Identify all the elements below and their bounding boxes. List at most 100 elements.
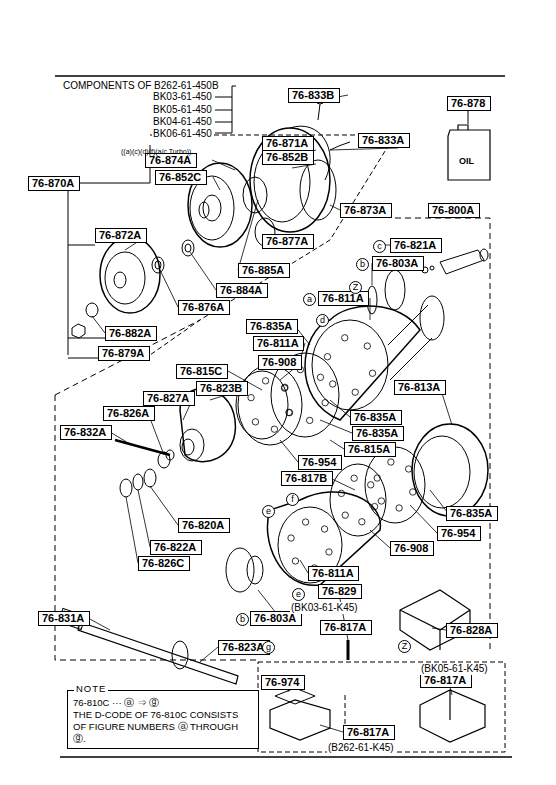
note-box: NOTE76-810C ··· ⓐ ⇒ ⓖTHE D-CODE OF 76-81… — [67, 690, 259, 749]
bore-hole — [378, 498, 384, 504]
part-number: 76-813A — [398, 381, 442, 394]
bore-hole — [364, 343, 370, 349]
callout-box: 76-884A — [216, 283, 268, 298]
part-number: 76-826A — [107, 407, 151, 420]
part-number: 76-820A — [182, 519, 226, 532]
part-number: 76-882A — [109, 327, 153, 340]
part-number: 76-852B — [266, 151, 310, 164]
callout-box: 76-833B — [288, 88, 340, 103]
bore-hole — [286, 409, 292, 415]
callout-box: 76-852B — [262, 150, 314, 165]
bore-hole — [342, 335, 348, 341]
bore-hole — [338, 490, 344, 496]
figure-letter: c — [373, 240, 386, 253]
part-number: 76-877A — [266, 235, 310, 248]
callout-box: 76-885A — [238, 263, 290, 278]
part-number: 76-832A — [64, 426, 108, 439]
bore-hole — [371, 503, 377, 509]
part-number: 76-823B — [200, 382, 244, 395]
part-number: 76-876A — [182, 301, 226, 314]
callout-box: 76-817A — [343, 725, 395, 740]
callout-box: 76-811A — [308, 566, 359, 581]
bore-hole — [369, 370, 375, 376]
bore-hole — [321, 526, 327, 532]
part-number: 76-829 — [322, 585, 358, 598]
callout-box: 76-872A — [95, 228, 147, 243]
figure-letter: a — [303, 293, 316, 306]
part-number: 76-811A — [312, 567, 355, 580]
bore-hole — [351, 475, 357, 481]
bore-hole — [288, 535, 294, 541]
part-number: 76-879A — [102, 347, 146, 360]
part-label: ((a)(c)(d)(f)(a/c Turbo)) — [120, 146, 192, 158]
callout-box: 76-871A — [262, 136, 314, 151]
part-number: 76-878 — [451, 97, 487, 110]
bore-hole — [324, 354, 330, 360]
bore-hole — [271, 426, 277, 432]
callout-box: 76-833A — [358, 133, 410, 148]
part-number: 76-835A — [354, 411, 398, 424]
figure-letter: d — [316, 314, 329, 327]
part-number: 76-908 — [394, 542, 430, 555]
figure-letter: e — [292, 588, 305, 601]
part-number: 76-871A — [266, 137, 310, 150]
part-number: 76-873A — [344, 204, 388, 217]
callout-box: 76-827A — [143, 391, 195, 406]
bore-hole — [410, 489, 416, 495]
figure-letter: e — [262, 505, 275, 518]
part-number: 76-815A — [348, 443, 392, 456]
bore-hole — [342, 512, 348, 518]
part-number: 76-800A — [432, 204, 476, 217]
part-label: BK05-61-450 — [152, 104, 213, 116]
bore-hole — [374, 475, 380, 481]
part-number: 76-823A — [222, 641, 266, 654]
part-number: 76-815C — [180, 365, 224, 378]
figure-letter: b — [356, 258, 369, 271]
callout-box: 76-870A — [28, 176, 80, 191]
callout-box: 76-820A — [178, 518, 230, 533]
part-label: BK06-61-450 — [152, 128, 213, 140]
bore-hole — [292, 558, 298, 564]
bore-hole — [388, 459, 394, 465]
bore-hole — [248, 394, 254, 400]
callout-box: 76-817A — [320, 620, 372, 635]
part-number: 76-835A — [356, 427, 400, 440]
figure-letter: Z — [349, 281, 362, 294]
bore-hole — [396, 505, 402, 511]
callout-box: 76-882A — [105, 326, 157, 341]
part-number: 76-833B — [292, 89, 336, 102]
callout-box: 76-813A — [394, 380, 446, 395]
part-number: 76-872A — [99, 229, 143, 242]
part-number: 76-874A — [149, 154, 193, 167]
callout-box: 76-835A — [350, 410, 402, 425]
part-number: 76-821A — [394, 239, 438, 252]
part-number: 76-908 — [262, 356, 298, 369]
part-label: (BK05-61-K45) — [420, 663, 489, 675]
bore-hole — [322, 399, 328, 405]
part-number: 76-852C — [159, 171, 203, 184]
part-number: 76-811A — [322, 292, 365, 305]
figure-letter: Z — [398, 640, 411, 653]
bore-hole — [262, 378, 268, 384]
part-number: 76-870A — [32, 177, 76, 190]
part-number: 76-884A — [220, 284, 264, 297]
callout-box: 76-873A — [340, 203, 392, 218]
callout-box: 76-832A — [60, 425, 112, 440]
callout-box: 76-879A — [98, 346, 150, 361]
bore-hole — [282, 384, 288, 390]
part-label: (BK03-61-K45) — [290, 602, 359, 614]
bore-hole — [326, 549, 332, 555]
part-label: BK04-61-450 — [152, 116, 213, 128]
callout-box: 76-835A — [352, 426, 404, 441]
callout-box: 76-876A — [178, 300, 230, 315]
bore-hole — [252, 419, 258, 425]
callout-box: 76-800A — [428, 203, 480, 218]
callout-box: 76-954 — [437, 526, 481, 541]
callout-box: 76-974 — [261, 675, 305, 690]
part-number: 76-835A — [450, 507, 494, 520]
callout-box: 76-823B — [196, 381, 248, 396]
bore-hole — [368, 482, 374, 488]
part-label: (B262-61-K45) — [327, 742, 395, 754]
part-number: 76-817A — [324, 621, 368, 634]
callout-box: 76-878 — [447, 96, 491, 111]
